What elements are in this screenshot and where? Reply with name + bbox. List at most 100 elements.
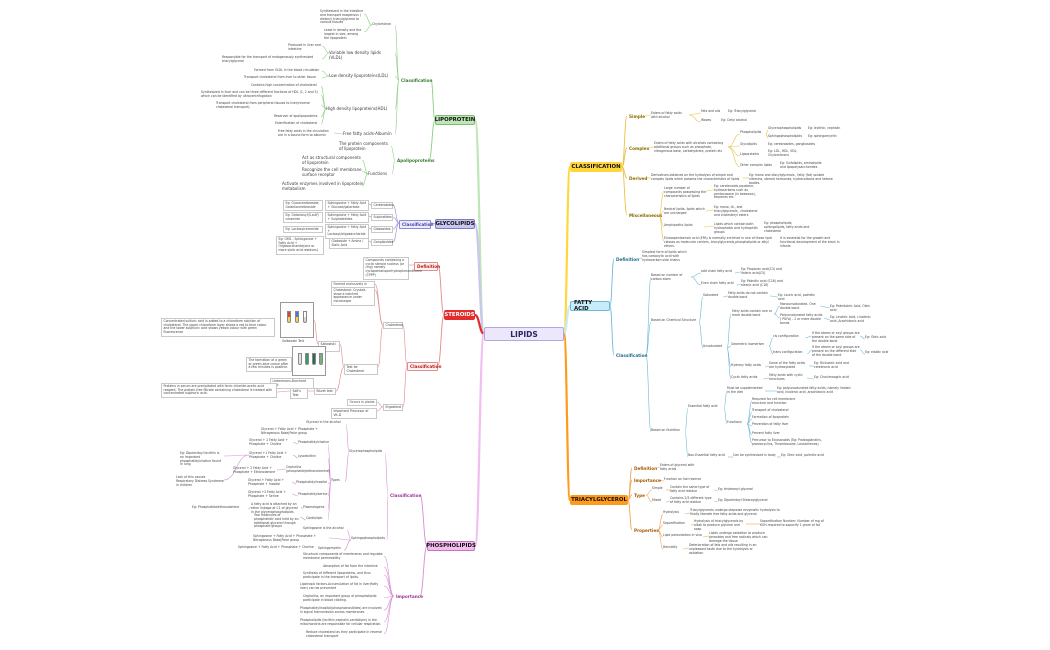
- tag-lipid-peroxidation[interactable]: Lipid peroxidation in vivo: [663, 533, 702, 537]
- glycolipids-classification[interactable]: Classification: [399, 220, 433, 229]
- tag-hydrolysis[interactable]: Hydrolysis: [663, 510, 679, 514]
- glycolipids-class[interactable]: Glycolipids: [740, 142, 757, 146]
- lysolecithin[interactable]: Lysolecithin: [298, 454, 317, 458]
- monounsaturated[interactable]: Monounsaturated- One double bond: [780, 302, 816, 310]
- steroids-definition[interactable]: Definition: [414, 262, 440, 271]
- glycolipid-gangliosides[interactable]: Gangliosides: [371, 239, 393, 247]
- tag-mixed-definition: Contains 2/3 different type of fatty aci…: [670, 496, 712, 504]
- waxes[interactable]: Waxes: [701, 118, 712, 122]
- branch-classification[interactable]: CLASSIFICATION: [570, 162, 622, 172]
- tag-mixed[interactable]: Mixed: [652, 498, 662, 502]
- steroid-cholesterol[interactable]: Cholesterol: [383, 322, 403, 330]
- glycolipid-cerebrosides[interactable]: Cerebrosides: [371, 202, 394, 210]
- steroids-classification[interactable]: Classification: [407, 362, 441, 371]
- saturated-fatty-acid[interactable]: Saturated: [703, 293, 719, 297]
- connector: [621, 115, 628, 168]
- essential-functions[interactable]: Functions: [727, 420, 742, 424]
- plasmalogens[interactable]: Plasmalogens: [303, 505, 325, 509]
- essential-fatty-acid[interactable]: Essential fatty acid: [688, 404, 718, 408]
- cardiolipin[interactable]: Cardiolipin: [306, 516, 323, 520]
- ef-note-2: Transport of cholesterol: [752, 408, 789, 412]
- trans-configuration[interactable]: trans configuration: [773, 350, 803, 354]
- connector: [658, 214, 665, 242]
- cerebrosides-structure: Sphingosine + Fatty Acid + Glucose/galac…: [325, 200, 369, 212]
- lipoprotein-ldl[interactable]: Low density lipoproteins(LDL): [329, 73, 389, 78]
- connector: [713, 500, 719, 503]
- sphingomyelin[interactable]: Sphingomyelin: [318, 546, 341, 550]
- glycerophospholipids[interactable]: Glycerophospholipids: [349, 449, 383, 453]
- amphipathic-lipids[interactable]: Amphipathic lipids: [664, 223, 693, 227]
- neutral-lipids[interactable]: Neutral lipids- lipids which are uncharg…: [664, 207, 705, 215]
- other-complex-lipids[interactable]: Other complex lipids: [740, 163, 772, 167]
- classification-complex[interactable]: Complex: [629, 145, 650, 151]
- sphingophospholipids-class[interactable]: Sphingophospholipids: [768, 134, 802, 138]
- based-on-carbon-atoms[interactable]: Based on number of carbon atom: [651, 273, 683, 281]
- geometric-isomerism[interactable]: Geometric isomerism: [731, 342, 765, 346]
- phosphatidylserine[interactable]: Phosphatidylserine: [298, 492, 328, 496]
- lipoprotein-hdl[interactable]: High density lipoproteins(HDL): [326, 106, 388, 111]
- classification-simple[interactable]: Simple: [629, 113, 646, 119]
- branch-phospholipids[interactable]: PHOSPHOLIPIDS: [426, 541, 476, 551]
- glycerophospholipid-types[interactable]: Types: [331, 478, 340, 482]
- cephalins[interactable]: Cephalins (phosphatidylethanolamine): [286, 465, 330, 473]
- phospholipids-classification[interactable]: Classification: [390, 492, 422, 498]
- sphingophospholipids[interactable]: Sphingophospholipids: [351, 536, 385, 540]
- even-chain-fatty-acid[interactable]: Even chain fatty acid: [701, 281, 734, 285]
- connector: [345, 423, 350, 454]
- unsaturated-fatty-acid[interactable]: Unsaturated: [703, 344, 723, 348]
- non-essential-fatty-acid[interactable]: Non-Essential fatty acid: [688, 453, 725, 457]
- tag-saponification[interactable]: Saponification: [663, 521, 686, 525]
- phospholipids-class[interactable]: Phospholipids: [740, 130, 762, 134]
- tag-simple[interactable]: Simple: [652, 486, 663, 490]
- lipoprotein-apolipoproteins[interactable]: Apolipoproteins: [397, 157, 435, 163]
- fatty-acid-classification[interactable]: Classification: [616, 352, 648, 358]
- branch-triacylglycerol[interactable]: TRIACYLGLYCEROL: [570, 495, 628, 505]
- classification-derived[interactable]: Derived: [629, 175, 648, 181]
- branch-fatty-acid[interactable]: FATTY ACID: [570, 300, 610, 312]
- glycerophospholipids-class[interactable]: Glycerophospholipids: [768, 126, 802, 130]
- connector: [621, 147, 628, 168]
- odd-chain-fatty-acid[interactable]: odd chain fatty acid: [701, 269, 732, 273]
- connector: [773, 305, 781, 315]
- root-node-lipids[interactable]: LIPIDS: [484, 327, 564, 341]
- fats-and-oils[interactable]: Fats and oils: [701, 109, 721, 113]
- salkowski-description: Concentrated sulfuric acid is added to a…: [161, 318, 275, 337]
- phospholipids-importance[interactable]: Importance: [396, 593, 423, 599]
- salts-test[interactable]: Salt's Test: [290, 388, 308, 400]
- connector: [374, 283, 384, 326]
- ffa-note-1: Free fatty acids in the circulation are …: [278, 129, 329, 137]
- connector: [247, 506, 252, 510]
- branch-lipoprotein[interactable]: LIPOPROTEIN: [434, 115, 476, 125]
- biuret-test[interactable]: Biuret test: [314, 388, 336, 396]
- polyunsaturated[interactable]: Polyunsaturated fatty acids ( PUFA) - 2 …: [780, 313, 823, 325]
- connector: [746, 423, 753, 444]
- test-for-cholesterol[interactable]: Test for Cholesterol: [344, 364, 378, 376]
- lipoprotein-classification[interactable]: Classification: [401, 77, 433, 83]
- apolipoprotein-functions[interactable]: Functions: [368, 171, 388, 176]
- phosphatidylinositol[interactable]: Phosphatidylinositol: [296, 480, 328, 484]
- lipoprotein-free-fatty-acids[interactable]: Free fatty acids-Albumin: [343, 131, 392, 136]
- cyclic-fatty-acids[interactable]: Cyclic fatty acids: [731, 375, 758, 379]
- branch-steroids[interactable]: STEROIDS: [444, 310, 475, 320]
- waxes-example: Eg: Cetyl alcohol: [721, 118, 747, 122]
- cis-configuration[interactable]: cis configuration: [773, 334, 799, 338]
- lipoprotein-chylomicron[interactable]: Chylomicron: [372, 22, 392, 26]
- lipoproteins-class[interactable]: Lipoproteins: [740, 152, 760, 156]
- branch-glycolipids[interactable]: GLYCOLIPIDS: [435, 219, 475, 229]
- phosphatidylcholine[interactable]: Phosphatidylcholine: [298, 440, 330, 444]
- fatty-acid-definition[interactable]: Definition: [616, 256, 640, 262]
- based-on-nutrition[interactable]: Based on Nutrition: [651, 428, 680, 432]
- steroid-ergosterol[interactable]: Ergosterol: [383, 404, 403, 412]
- connector: [419, 494, 428, 547]
- glycolipid-globosides[interactable]: Globosides: [371, 226, 393, 234]
- tag-rancidity[interactable]: Rancidity: [663, 545, 678, 549]
- lipoprotein-vldl[interactable]: Variable low density lipids (VLDL): [329, 50, 382, 60]
- tag-properties[interactable]: Properties: [634, 527, 659, 533]
- hydroxy-fatty-acids[interactable]: Hydroxy fatty acids: [731, 363, 762, 367]
- tag-type[interactable]: Type: [634, 492, 645, 498]
- glycolipid-sulfatides[interactable]: Sulphatides: [371, 214, 393, 222]
- tag-importance[interactable]: Importance: [634, 477, 661, 483]
- classification-miscellaneous[interactable]: Miscellaneous: [629, 212, 663, 218]
- tag-definition[interactable]: Definition: [634, 465, 658, 471]
- based-on-chemical-structure[interactable]: Based on Chemical Structure: [651, 318, 697, 322]
